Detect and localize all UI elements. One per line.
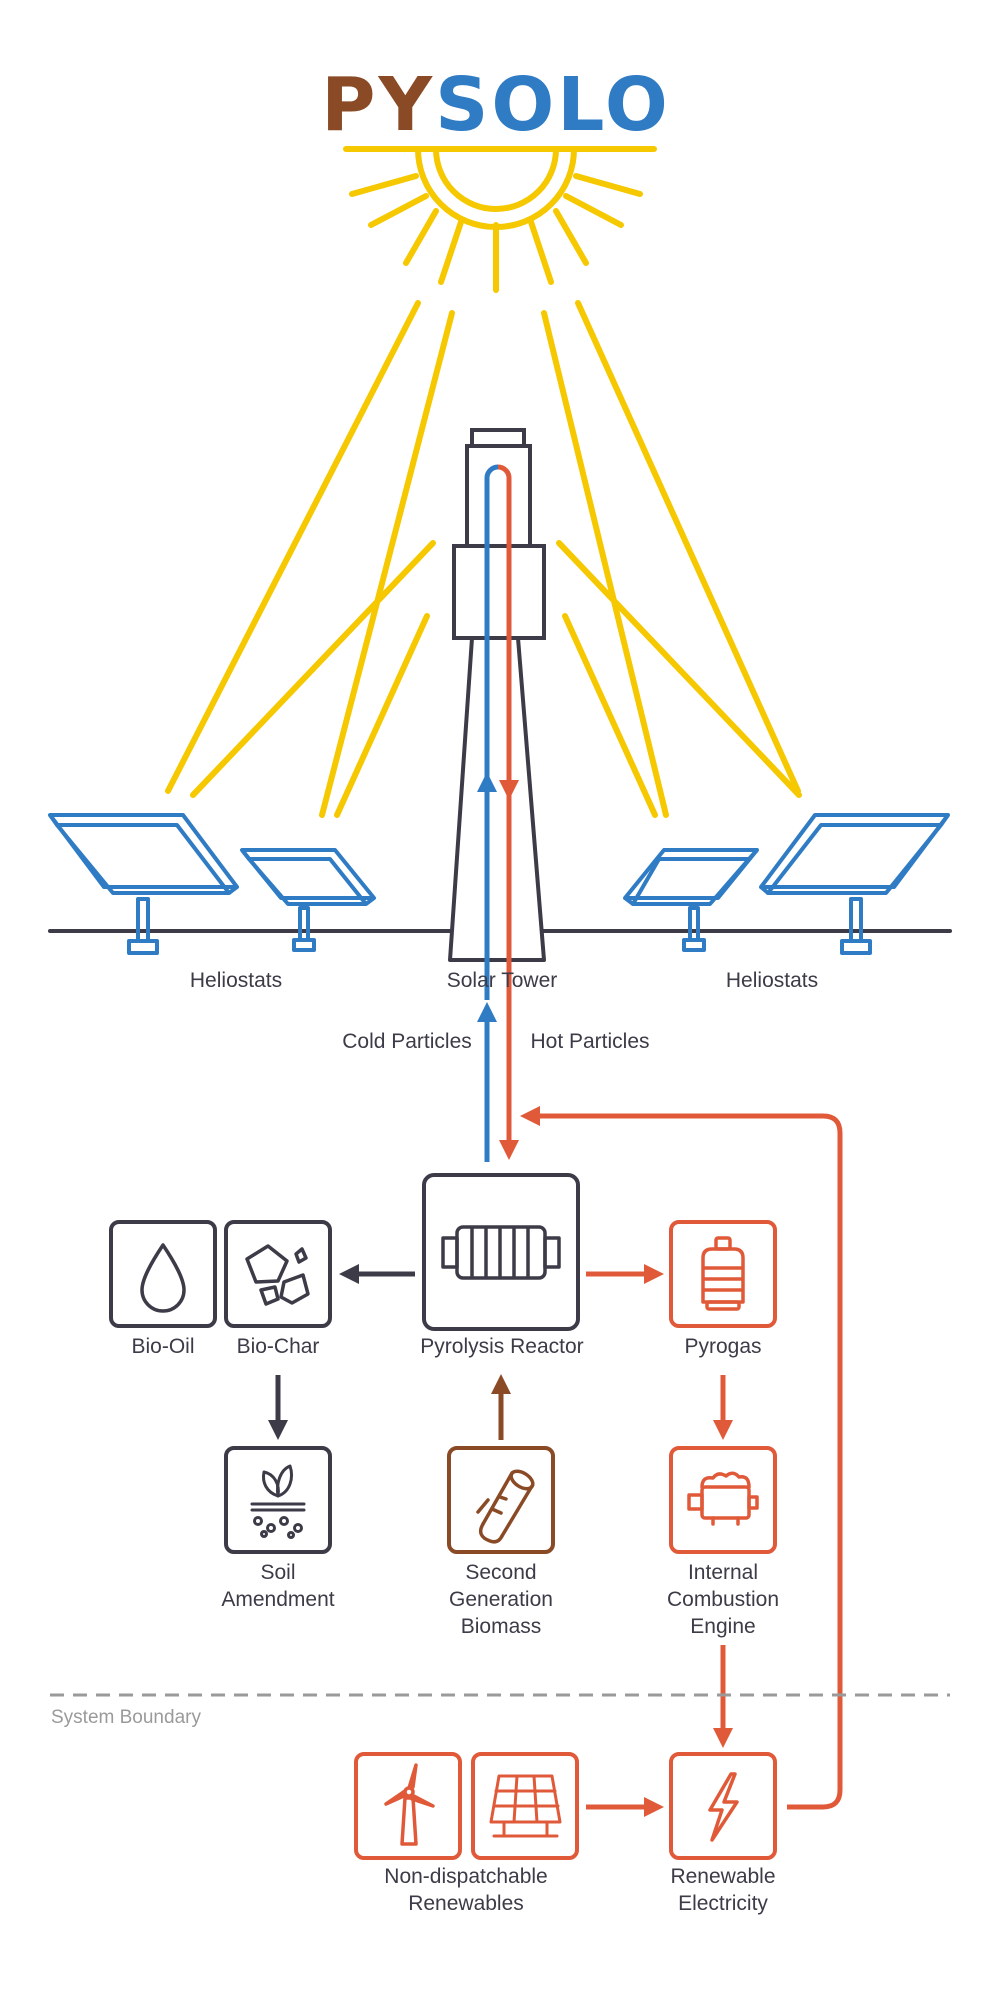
heliostat-left-large bbox=[48, 813, 239, 955]
heliostats-right-label: Heliostats bbox=[726, 969, 818, 992]
sun-icon bbox=[343, 146, 657, 293]
engine-icon bbox=[687, 1471, 759, 1526]
soil-amendment-label-line2: Amendment bbox=[221, 1588, 334, 1611]
hot-particles-label: Hot Particles bbox=[530, 1030, 649, 1053]
pyrolysis-reactor-box bbox=[422, 1173, 580, 1331]
engine-label-line1: Internal bbox=[688, 1561, 758, 1584]
biomass-label-line2: Generation bbox=[449, 1588, 553, 1611]
cold-particles-label: Cold Particles bbox=[342, 1030, 472, 1053]
engine-label-line2: Combustion bbox=[667, 1588, 779, 1611]
droplet-icon bbox=[140, 1243, 186, 1313]
renewable-electricity-label-line2: Electricity bbox=[678, 1892, 768, 1915]
biomass-box bbox=[447, 1446, 555, 1554]
svg-text:PYSOLO: PYSOLO bbox=[321, 62, 670, 148]
bio-char-box bbox=[224, 1220, 332, 1328]
renewable-electricity-label-line1: Renewable bbox=[670, 1865, 775, 1888]
solar-panel-icon bbox=[489, 1774, 562, 1838]
plant-soil-icon bbox=[250, 1464, 306, 1539]
log-icon bbox=[476, 1469, 535, 1544]
electricity-return-arrow bbox=[520, 1106, 843, 1810]
pyrogas-label: Pyrogas bbox=[684, 1335, 761, 1358]
electricity-box bbox=[669, 1752, 777, 1860]
lightning-icon bbox=[708, 1772, 739, 1842]
reactor-icon bbox=[441, 1225, 561, 1280]
sunlight-rays bbox=[165, 300, 802, 818]
solar-tower-label: Solar Tower bbox=[447, 969, 558, 992]
non-dispatchable-label-line2: Renewables bbox=[408, 1892, 524, 1915]
gas-cylinder-icon bbox=[701, 1236, 745, 1311]
solar-panel-box bbox=[471, 1752, 579, 1860]
engine-label-line3: Engine bbox=[690, 1615, 755, 1638]
bio-char-label: Bio-Char bbox=[237, 1335, 320, 1358]
pyrogas-box bbox=[669, 1220, 777, 1328]
wind-box bbox=[354, 1752, 462, 1860]
soil-amendment-box bbox=[224, 1446, 332, 1554]
system-boundary-label: System Boundary bbox=[51, 1707, 201, 1728]
pyrolysis-reactor-label: Pyrolysis Reactor bbox=[420, 1335, 583, 1358]
heliostat-left-small bbox=[240, 848, 376, 952]
pysolo-logo: PYSOLO bbox=[321, 62, 670, 148]
soil-amendment-label-line1: Soil bbox=[260, 1561, 295, 1584]
bio-oil-label: Bio-Oil bbox=[131, 1335, 194, 1358]
biomass-label-line3: Biomass bbox=[461, 1615, 542, 1638]
heliostat-right-small bbox=[623, 848, 759, 952]
heliostats-left-label: Heliostats bbox=[190, 969, 282, 992]
logo-solo: SOLO bbox=[435, 62, 671, 148]
char-pieces-icon bbox=[245, 1244, 310, 1306]
solar-tower bbox=[448, 428, 546, 1000]
bio-oil-box bbox=[109, 1220, 217, 1328]
heliostat-right-large bbox=[759, 813, 950, 955]
non-dispatchable-label-line1: Non-dispatchable bbox=[384, 1865, 547, 1888]
biomass-label-line1: Second bbox=[465, 1561, 536, 1584]
wind-turbine-icon bbox=[384, 1763, 435, 1846]
engine-box bbox=[669, 1446, 777, 1554]
logo-py: PY bbox=[321, 62, 435, 148]
